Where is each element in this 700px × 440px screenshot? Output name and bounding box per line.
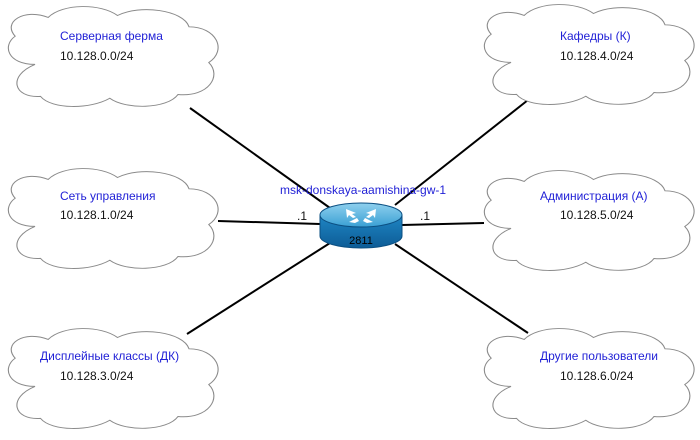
link-server-farm	[189, 107, 331, 209]
link-administration	[401, 222, 485, 226]
link-display-classes	[186, 242, 331, 335]
network-name-server-farm: Серверная ферма	[60, 29, 163, 43]
link-departments	[394, 99, 529, 206]
network-subnet-departments: 10.128.4.0/24	[560, 49, 634, 63]
router-top	[319, 202, 403, 228]
router[interactable]: 2811	[319, 202, 403, 249]
network-subnet-other-users: 10.128.6.0/24	[560, 369, 634, 383]
network-name-departments: Кафедры (К)	[560, 29, 631, 43]
left-interface-label: .1	[297, 209, 307, 223]
link-other-users	[394, 243, 529, 334]
network-subnet-management: 10.128.1.0/24	[60, 208, 134, 222]
network-name-display-classes: Дисплейные классы (ДК)	[40, 349, 179, 363]
links	[186, 99, 529, 335]
network-name-management: Сеть управления	[60, 189, 155, 203]
network-name-other-users: Другие пользователи	[540, 349, 658, 363]
router-hostname: msk-donskaya-aamishina-gw-1	[280, 183, 446, 197]
router-model-label: 2811	[349, 235, 373, 247]
router-arrows-icon	[346, 209, 376, 223]
right-interface-label: .1	[420, 209, 430, 223]
link-management	[217, 220, 321, 225]
network-subnet-server-farm: 10.128.0.0/24	[60, 49, 134, 63]
network-subnet-administration: 10.128.5.0/24	[560, 208, 634, 222]
network-name-administration: Администрация (А)	[540, 189, 648, 203]
network-subnet-display-classes: 10.128.3.0/24	[60, 369, 134, 383]
